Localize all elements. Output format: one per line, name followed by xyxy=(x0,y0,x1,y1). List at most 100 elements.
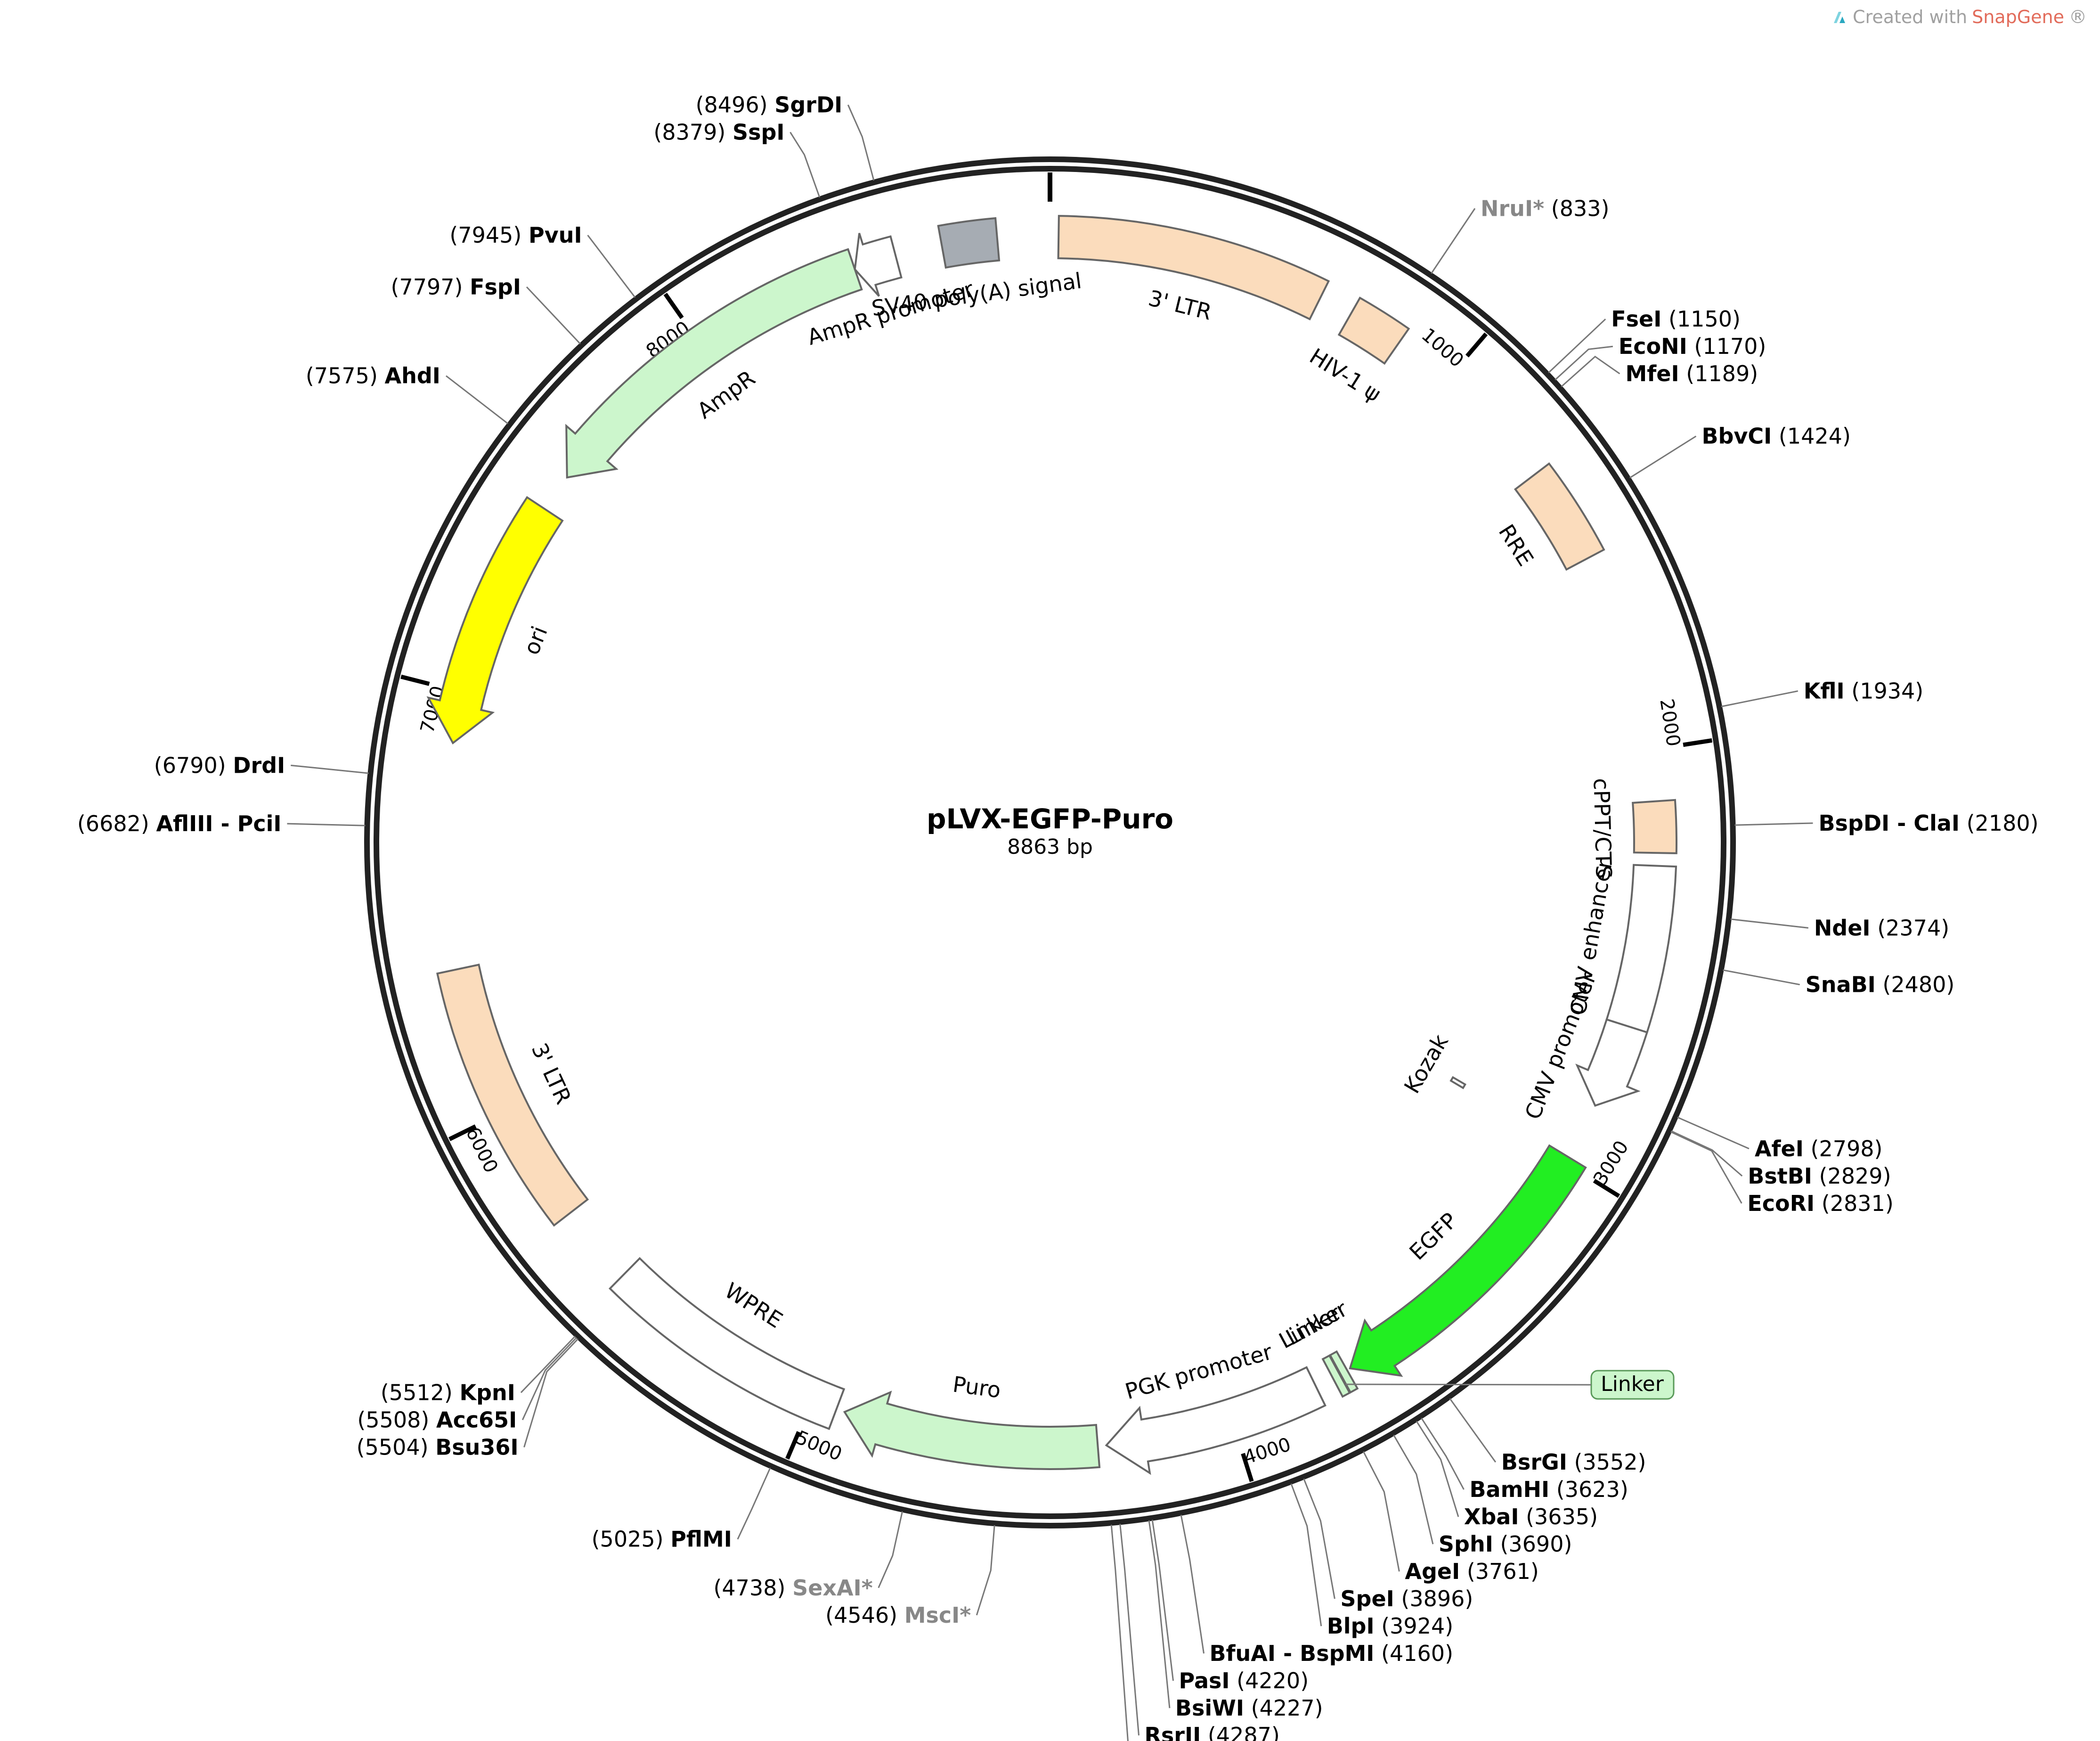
enzyme-leader xyxy=(1110,1525,1129,1741)
enzyme-bsrgi: BsrGI (3552) xyxy=(1501,1449,1646,1475)
feature-sv40-poly-a-signal xyxy=(937,217,1001,269)
enzyme-position: 5025 xyxy=(600,1527,655,1552)
enzyme-leader xyxy=(1393,1434,1434,1545)
enzyme-position: 1150 xyxy=(1677,306,1732,332)
enzyme-name: BstBI xyxy=(1748,1163,1812,1189)
tick-line xyxy=(785,1431,801,1460)
enzyme-position: 7575 xyxy=(314,363,369,389)
enzyme-leader xyxy=(847,104,875,181)
enzyme-name: FseI xyxy=(1611,306,1661,332)
enzyme-name: PasI xyxy=(1179,1668,1230,1693)
credit-brand: SnapGene xyxy=(1972,7,2064,27)
enzyme-name: XbaI xyxy=(1464,1504,1519,1529)
feature-hiv-1 xyxy=(1337,296,1410,365)
enzyme-position: 6790 xyxy=(163,752,218,778)
enzyme-position: 4287 xyxy=(1216,1723,1271,1741)
enzyme-position: 4220 xyxy=(1245,1668,1300,1693)
backbone-outer xyxy=(364,156,1736,1528)
feature-puro xyxy=(843,1390,1101,1470)
enzyme-name: KpnI xyxy=(459,1380,515,1406)
enzyme-leader xyxy=(1671,1130,1743,1177)
enzyme-position: 3690 xyxy=(1508,1531,1563,1557)
feature-label-sv40-poly-a-signal: SV40 poly(A) signal xyxy=(870,268,1083,321)
enzyme-leader xyxy=(520,1335,576,1393)
enzyme-name: SexAI* xyxy=(792,1575,873,1601)
enzyme-ndei: NdeI (2374) xyxy=(1814,915,1949,940)
enzyme-leader xyxy=(1555,345,1613,381)
enzyme-agei: AgeI (3761) xyxy=(1405,1559,1538,1584)
enzyme-position: 4738 xyxy=(722,1575,777,1601)
enzyme-name: AflIII - PciI xyxy=(156,811,281,836)
feature-label-puro: Puro xyxy=(951,1372,1002,1403)
tick-line xyxy=(663,293,684,319)
enzyme-position: 5508 xyxy=(366,1407,421,1433)
enzyme-layer: NruI* (833)FseI (1150)EcoNI (1170)MfeI (… xyxy=(77,92,2039,1741)
enzyme-ecori: EcoRI (2831) xyxy=(1747,1191,1893,1216)
tick-label: 5000 xyxy=(792,1427,845,1465)
feature-label-kozak: Kozak xyxy=(1399,1030,1453,1098)
center-labels: pLVX-EGFP-Puro 8863 bp xyxy=(927,803,1173,859)
enzyme-leader xyxy=(1723,969,1800,986)
enzyme-name: EcoRI xyxy=(1747,1191,1815,1216)
enzyme-afliii-pcii: (6682) AflIII - PciI xyxy=(77,811,282,836)
tick-line xyxy=(448,1124,477,1141)
linker-callout-label: Linker xyxy=(1601,1372,1664,1396)
enzyme-spei: SpeI (3896) xyxy=(1340,1586,1473,1611)
enzyme-pflmi: (5025) PflMI xyxy=(592,1527,732,1552)
tick-line xyxy=(1465,332,1488,358)
snapgene-credit: Created with SnapGene® xyxy=(1832,7,2087,27)
enzyme-leader xyxy=(1449,1398,1497,1463)
enzyme-name: SphI xyxy=(1439,1531,1493,1557)
feature-label-cppt-cts: cPPT/CTS xyxy=(1588,778,1616,879)
enzyme-msci: (4546) MscI* xyxy=(825,1602,971,1628)
enzyme-name: SspI xyxy=(733,120,785,145)
enzyme-position: 2831 xyxy=(1830,1191,1885,1216)
feature-label-3-ltr: 3' LTR xyxy=(527,1039,577,1108)
enzyme-position: 3623 xyxy=(1565,1477,1620,1502)
enzyme-position: 4546 xyxy=(834,1602,889,1628)
feature-pgk-promoter xyxy=(1105,1366,1327,1475)
enzyme-sgrdi: (8496) SgrDI xyxy=(696,92,843,118)
enzyme-name: AfeI xyxy=(1755,1136,1804,1161)
tick-label: 1000 xyxy=(1417,324,1468,372)
enzyme-position: 7797 xyxy=(399,274,454,300)
feature-label-egfp: EGFP xyxy=(1404,1208,1462,1265)
enzyme-mfei: MfeI (1189) xyxy=(1625,361,1758,386)
feature-cmv-enhancer xyxy=(1605,864,1677,1034)
enzyme-leader xyxy=(976,1525,995,1616)
feature-3-ltr xyxy=(1057,215,1330,321)
enzyme-leader xyxy=(1548,319,1606,374)
feature-label-wpre: WPRE xyxy=(720,1277,787,1333)
enzyme-position: 3761 xyxy=(1475,1559,1530,1584)
linker-callout-leader xyxy=(1345,1383,1592,1386)
snapgene-logo-icon xyxy=(1834,12,1845,23)
enzyme-ahdi: (7575) AhdI xyxy=(306,363,440,389)
enzyme-position: 1424 xyxy=(1787,424,1842,449)
enzyme-name: SpeI xyxy=(1340,1586,1394,1611)
enzyme-position: 4227 xyxy=(1260,1695,1315,1721)
enzyme-name: BamHI xyxy=(1470,1477,1550,1502)
feature-wpre xyxy=(608,1257,846,1430)
enzyme-rsrii: RsrII (4287) xyxy=(1145,1723,1280,1741)
enzyme-sspi: (8379) SspI xyxy=(653,120,784,145)
enzyme-bstbi: BstBI (2829) xyxy=(1748,1163,1891,1189)
enzyme-leader xyxy=(526,286,581,344)
feature-label-cmv-promoter: CMV promoter xyxy=(1520,968,1601,1123)
enzyme-name: AgeI xyxy=(1405,1559,1460,1584)
feature-ampr-promoter xyxy=(854,233,903,297)
enzyme-leader xyxy=(790,131,821,198)
enzyme-name: MfeI xyxy=(1625,361,1679,386)
enzyme-position: 3896 xyxy=(1409,1586,1465,1611)
enzyme-name: BlpI xyxy=(1327,1613,1375,1639)
enzyme-leader xyxy=(1670,1131,1742,1204)
enzyme-bamhi: BamHI (3623) xyxy=(1470,1477,1628,1502)
enzyme-leader xyxy=(523,1338,579,1447)
tick-line xyxy=(1241,1453,1254,1482)
enzyme-leader xyxy=(737,1467,771,1540)
enzyme-name: BspDI - ClaI xyxy=(1818,810,1959,836)
enzyme-kpni: (5512) KpnI xyxy=(381,1380,515,1406)
enzyme-afei: AfeI (2798) xyxy=(1755,1136,1883,1161)
enzyme-leader xyxy=(1677,1116,1750,1150)
enzyme-leader xyxy=(1151,1520,1174,1681)
